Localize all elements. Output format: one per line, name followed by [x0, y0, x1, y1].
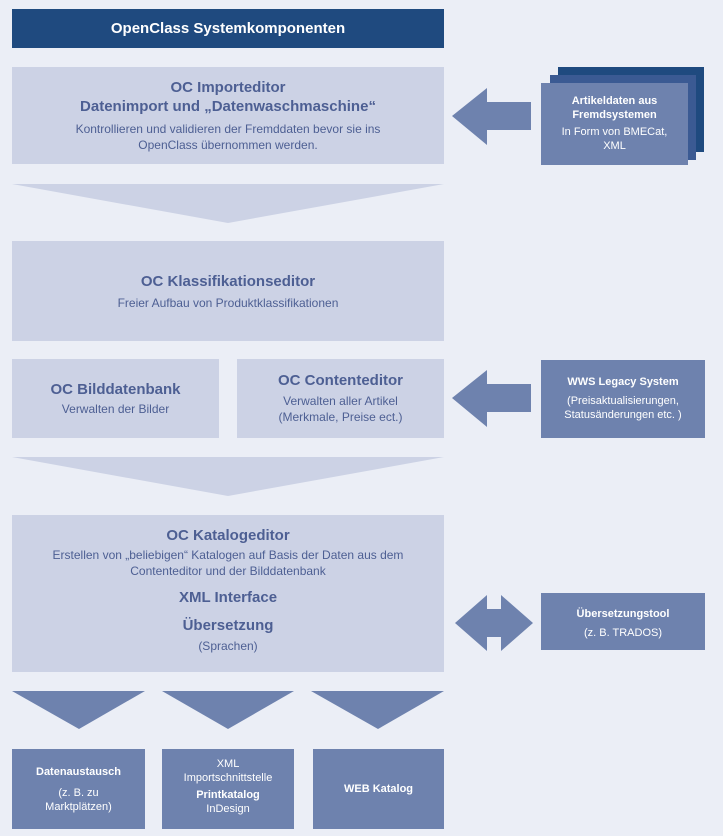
- wws-line-1: (Preisaktualisierungen,: [567, 395, 679, 407]
- down-arrow-2: [12, 457, 444, 496]
- web-katalog-title: WEB Katalog: [343, 783, 414, 795]
- katalogeditor-desc-1: Erstellen von „beliebigen“ Katalogen auf…: [52, 548, 404, 562]
- katalogeditor-desc-2: Contenteditor und der Bilddatenbank: [130, 564, 326, 578]
- datenaustausch-line-2: Marktplätzen): [45, 801, 112, 813]
- bilddatenbank-title: OC Bilddatenbank: [50, 381, 181, 398]
- wws-line-2: Statusänderungen etc. ): [564, 409, 682, 421]
- datenaustausch-title: Datenaustausch: [36, 766, 121, 778]
- bilddatenbank-box: OC Bilddatenbank Verwalten der Bilder: [12, 359, 219, 438]
- contenteditor-desc-1: Verwalten aller Artikel: [283, 394, 398, 408]
- importeditor-subtitle: Datenimport und „Datenwaschmaschine“: [80, 98, 376, 115]
- klassifikation-box: OC Klassifikationseditor Freier Aufbau v…: [12, 241, 444, 341]
- katalogeditor-box: OC Katalogeditor Erstellen von „beliebig…: [12, 515, 444, 672]
- klassifikation-desc: Freier Aufbau von Produktklassifikatione…: [117, 296, 339, 310]
- katalogeditor-title: OC Katalogeditor: [166, 527, 290, 544]
- artikeldaten-line-3: In Form von BMECat,: [561, 126, 668, 138]
- down-arrow-output-2: [162, 691, 294, 729]
- importeditor-title: OC Importeditor: [170, 79, 286, 96]
- artikeldaten-line-1: Artikeldaten aus: [571, 95, 658, 107]
- importeditor-desc-2: OpenClass übernommen werden.: [138, 138, 318, 152]
- importeditor-desc-1: Kontrollieren und validieren der Fremdda…: [75, 122, 381, 136]
- artikeldaten-line-4: XML: [603, 140, 626, 152]
- printkatalog-line-3: InDesign: [206, 803, 250, 815]
- web-katalog-box: WEB Katalog: [313, 749, 444, 829]
- wws-title: WWS Legacy System: [567, 376, 679, 388]
- artikeldaten-line-2: Fremdsystemen: [572, 109, 657, 121]
- header-bar: OpenClass Systemkomponenten: [12, 9, 444, 48]
- printkatalog-line-1: XML: [216, 758, 240, 770]
- contenteditor-box: OC Contenteditor Verwalten aller Artikel…: [237, 359, 444, 438]
- klassifikation-title: OC Klassifikationseditor: [140, 273, 316, 290]
- down-arrow-1: [12, 184, 444, 223]
- left-arrow-wws: [452, 370, 531, 427]
- contenteditor-title: OC Contenteditor: [278, 372, 403, 389]
- importeditor-box: OC Importeditor Datenimport und „Datenwa…: [12, 67, 444, 164]
- datenaustausch-line-1: (z. B. zu: [58, 787, 99, 799]
- down-arrow-output-3: [311, 691, 444, 729]
- left-arrow-artikeldaten: [452, 88, 531, 145]
- katalogeditor-sprachen: (Sprachen): [198, 639, 258, 653]
- wws-box: WWS Legacy System (Preisaktualisierungen…: [541, 360, 705, 438]
- page-title: OpenClass Systemkomponenten: [110, 20, 346, 37]
- uebersetzungstool-box: Übersetzungstool (z. B. TRADOS): [541, 593, 705, 650]
- double-arrow-uebersetzung: [455, 595, 533, 651]
- printkatalog-line-2: Importschnittstelle: [183, 772, 273, 784]
- datenaustausch-box: Datenaustausch (z. B. zu Marktplätzen): [12, 749, 145, 829]
- contenteditor-desc-2: (Merkmale, Preise ect.): [278, 410, 403, 424]
- down-arrow-output-1: [12, 691, 145, 729]
- artikeldaten-box: Artikeldaten aus Fremdsystemen In Form v…: [541, 83, 688, 165]
- printkatalog-title: Printkatalog: [196, 789, 260, 801]
- katalogeditor-uebersetzung: Übersetzung: [182, 617, 274, 634]
- bilddatenbank-desc: Verwalten der Bilder: [61, 402, 170, 416]
- katalogeditor-xml: XML Interface: [178, 589, 278, 606]
- printkatalog-box: XML Importschnittstelle Printkatalog InD…: [162, 749, 294, 829]
- uebersetzungstool-sub: (z. B. TRADOS): [583, 627, 663, 639]
- uebersetzungstool-title: Übersetzungstool: [576, 608, 670, 620]
